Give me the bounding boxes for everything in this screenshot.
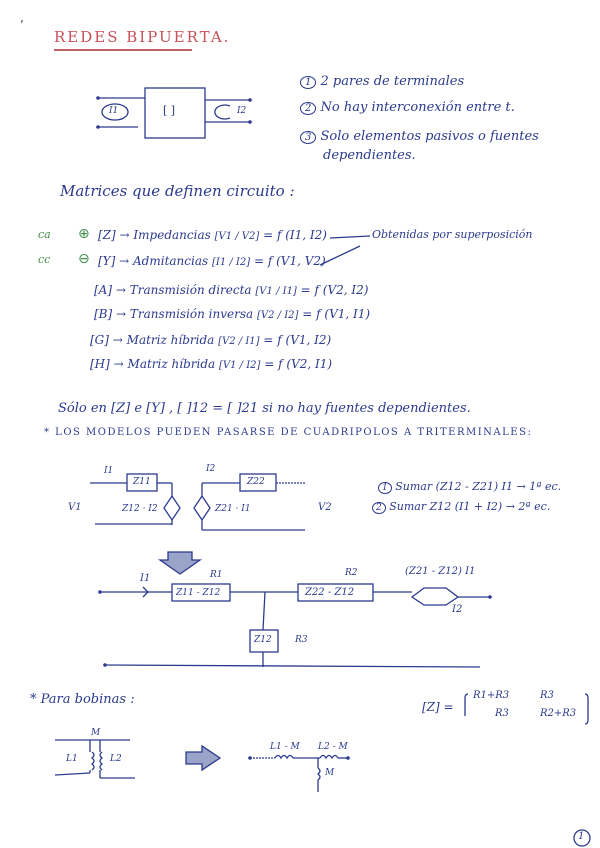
quad-v2: V2 [318, 502, 332, 513]
z-matrix-a12: R3 [540, 690, 554, 701]
tee-coil-m: M [325, 768, 335, 778]
tee-r1-label: R1 [210, 570, 223, 580]
quad-i2: I2 [206, 464, 216, 474]
step-item: 2 Sumar Z12 (I1 + I2) → 2ª ec. [372, 500, 551, 514]
quad-z11: Z11 [133, 477, 151, 487]
matrix-row: [H] → Matriz híbrida [V1 / I2] = f (V2, … [90, 357, 332, 371]
tee-r1-value: Z11 - Z12 [176, 588, 221, 598]
condition-text: No hay interconexión entre t. [320, 100, 515, 115]
z-matrix-a11: R1+R3 [473, 690, 510, 701]
matrix-vector: [V1 / I1] [255, 286, 297, 297]
matrix-row: [A] → Transmisión directa [V1 / I1] = f … [94, 283, 368, 297]
decorative-marks: ’ [20, 18, 24, 32]
step-number: 2 [372, 502, 386, 514]
side-note-cc: cc [38, 253, 51, 266]
tee-i1: I1 [140, 573, 151, 584]
quad-src1: Z12 · I2 [122, 504, 158, 514]
matrix-row: [Y] → Admitancias [I1 / I2] = f (V1, V2) [98, 254, 326, 268]
tee-source: (Z21 - Z12) I1 [405, 566, 476, 577]
step-text: Sumar Z12 (I1 + I2) → 2ª ec. [389, 500, 551, 513]
quad-src2: Z21 · I1 [215, 504, 251, 514]
models-note: * LOS MODELOS PUEDEN PASARSE DE CUADRIPO… [44, 427, 533, 438]
coil-m: M [91, 728, 101, 738]
tee-r2-label: R2 [345, 568, 358, 578]
tee-r3-value: Z12 [254, 635, 272, 645]
arrow-icon: → [119, 254, 130, 268]
coils-heading: * Para bobinas : [30, 692, 135, 707]
voltage-source-icon: ⊖ [78, 251, 90, 267]
two-port-box [144, 87, 206, 139]
z-matrix-label: [Z] = [422, 700, 454, 714]
tee-r3-label: R3 [295, 635, 308, 645]
arrow-icon: → [113, 357, 124, 371]
matrix-row: [B] → Transmisión inversa [V2 / I2] = f … [94, 307, 370, 321]
condition-item: 2 No hay interconexión entre t. [300, 100, 515, 115]
matrix-vector: [V2 / I2] [257, 310, 299, 321]
condition-text: 2 pares de terminales [320, 74, 465, 89]
condition-number: 2 [300, 102, 317, 115]
quad-v1: V1 [68, 502, 82, 513]
matrix-vector: [I1 / I2] [211, 257, 251, 268]
superposition-note: Obtenidas por superposición [372, 228, 533, 241]
arrow-icon: → [112, 333, 123, 347]
condition-item: dependientes. [323, 148, 416, 163]
title-underline [54, 49, 192, 51]
matrix-symbol: [H] [90, 357, 110, 371]
condition-number: 3 [300, 131, 317, 144]
matrices-heading: Matrices que definen circuito : [60, 182, 295, 200]
matrix-symbol: [A] [94, 283, 113, 297]
z-matrix-a21: R3 [495, 708, 509, 719]
tee-i2: I2 [452, 604, 463, 615]
condition-item: 1 2 pares de terminales [300, 74, 464, 89]
step-text: Sumar (Z12 - Z21) I1 → 1ª ec. [395, 480, 562, 493]
matrix-symbol: [Z] [98, 228, 116, 242]
matrix-function: = f (V2, I1) [264, 357, 333, 371]
quad-z22: Z22 [247, 477, 265, 487]
matrix-function: = f (V2, I2) [300, 283, 369, 297]
matrix-name: Admitancias [133, 254, 209, 268]
matrix-function: = f (V1, I2) [263, 333, 332, 347]
arrow-icon: → [115, 283, 126, 297]
matrix-name: Transmisión inversa [129, 307, 254, 321]
matrix-function: = f (V1, V2) [253, 254, 326, 268]
quad-i1: I1 [104, 466, 114, 476]
tee-r2-value: Z22 - Z12 [305, 587, 355, 598]
reciprocity-note: Sólo en [Z] e [Y] , [ ]12 = [ ]21 si no … [58, 401, 471, 416]
arrow-icon: → [119, 228, 130, 242]
matrix-row: [Z] → Impedancias [V1 / V2] = f (I1, I2) [98, 228, 327, 242]
port1-current: I1 [109, 106, 119, 116]
coil-l2: L2 [110, 754, 122, 764]
step-item: 1 Sumar (Z12 - Z21) I1 → 1ª ec. [378, 480, 562, 494]
side-note-ca: ca [38, 228, 51, 241]
z-matrix-a22: R2+R3 [540, 708, 577, 719]
matrix-function: = f (I1, I2) [263, 228, 327, 242]
matrix-symbol: [Y] [98, 254, 116, 268]
matrix-function: = f (V1, I1) [302, 307, 371, 321]
matrix-name: Impedancias [133, 228, 211, 242]
step-number: 1 [378, 482, 392, 494]
box-label: [ ] [163, 104, 176, 117]
condition-text: Solo elementos pasivos o fuentes [320, 129, 539, 144]
tee-coil-l1: L1 - M [270, 742, 300, 752]
matrix-name: Matriz híbrida [127, 357, 216, 371]
port2-current: I2 [237, 106, 247, 116]
matrix-vector: [V2 / I1] [218, 336, 260, 347]
matrix-name: Transmisión directa [129, 283, 252, 297]
matrix-vector: [V1 / I2] [219, 360, 261, 371]
matrix-symbol: [G] [90, 333, 109, 347]
matrix-symbol: [B] [94, 307, 113, 321]
page-number: 1 [578, 831, 585, 842]
matrix-row: [G] → Matriz híbrida [V2 / I1] = f (V1, … [90, 333, 331, 347]
condition-number: 1 [300, 76, 317, 89]
matrix-name: Matriz híbrida [126, 333, 215, 347]
matrix-vector: [V1 / V2] [214, 231, 260, 242]
arrow-icon: → [116, 307, 127, 321]
coil-l1: L1 [66, 754, 78, 764]
condition-text: dependientes. [323, 148, 416, 163]
current-source-icon: ⊕ [78, 226, 90, 242]
condition-item: 3 Solo elementos pasivos o fuentes [300, 129, 539, 144]
tee-coil-l2: L2 - M [318, 742, 348, 752]
page-title: REDES BIPUERTA. [54, 28, 231, 46]
